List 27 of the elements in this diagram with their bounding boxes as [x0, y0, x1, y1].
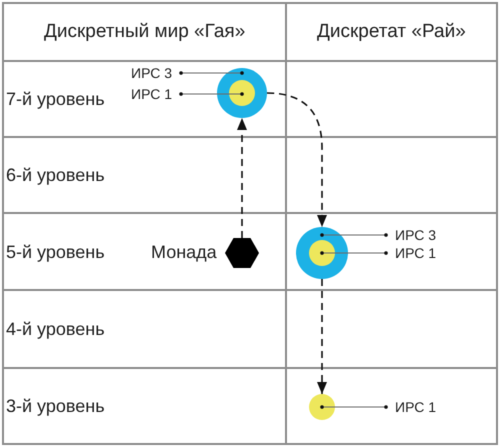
row-label: 4-й уровень [6, 318, 105, 340]
callout-label: ИРС 1 [131, 86, 172, 102]
callout-label: ИРС 3 [395, 227, 436, 244]
leader-line [320, 405, 388, 409]
leader-line [179, 92, 244, 96]
outer-circle [217, 68, 267, 118]
hexagon [225, 238, 259, 268]
leader-line [320, 233, 388, 237]
inner-circle [229, 80, 255, 106]
row-label: 6-й уровень [6, 164, 105, 186]
callout-label: ИРС 3 [131, 65, 172, 82]
outer-circle [296, 227, 348, 279]
column-header: Дискретат «Рай» [317, 21, 466, 43]
row-label: 5-й уровень [6, 242, 105, 262]
node-label: Монада [151, 242, 217, 262]
circle [309, 394, 335, 420]
callout-label: ИРС 1 [395, 399, 436, 416]
leader-line [179, 71, 244, 75]
row-label: 7-й уровень [6, 88, 105, 110]
arrow [317, 279, 327, 394]
row-label: 3-й уровень [6, 396, 105, 416]
arrow [237, 118, 247, 238]
leader-line [320, 251, 388, 255]
arrow [266, 92, 327, 227]
column-header: Дискретный мир «Гая» [44, 21, 246, 43]
inner-circle [309, 240, 335, 266]
callout-label: ИРС 1 [395, 245, 436, 262]
